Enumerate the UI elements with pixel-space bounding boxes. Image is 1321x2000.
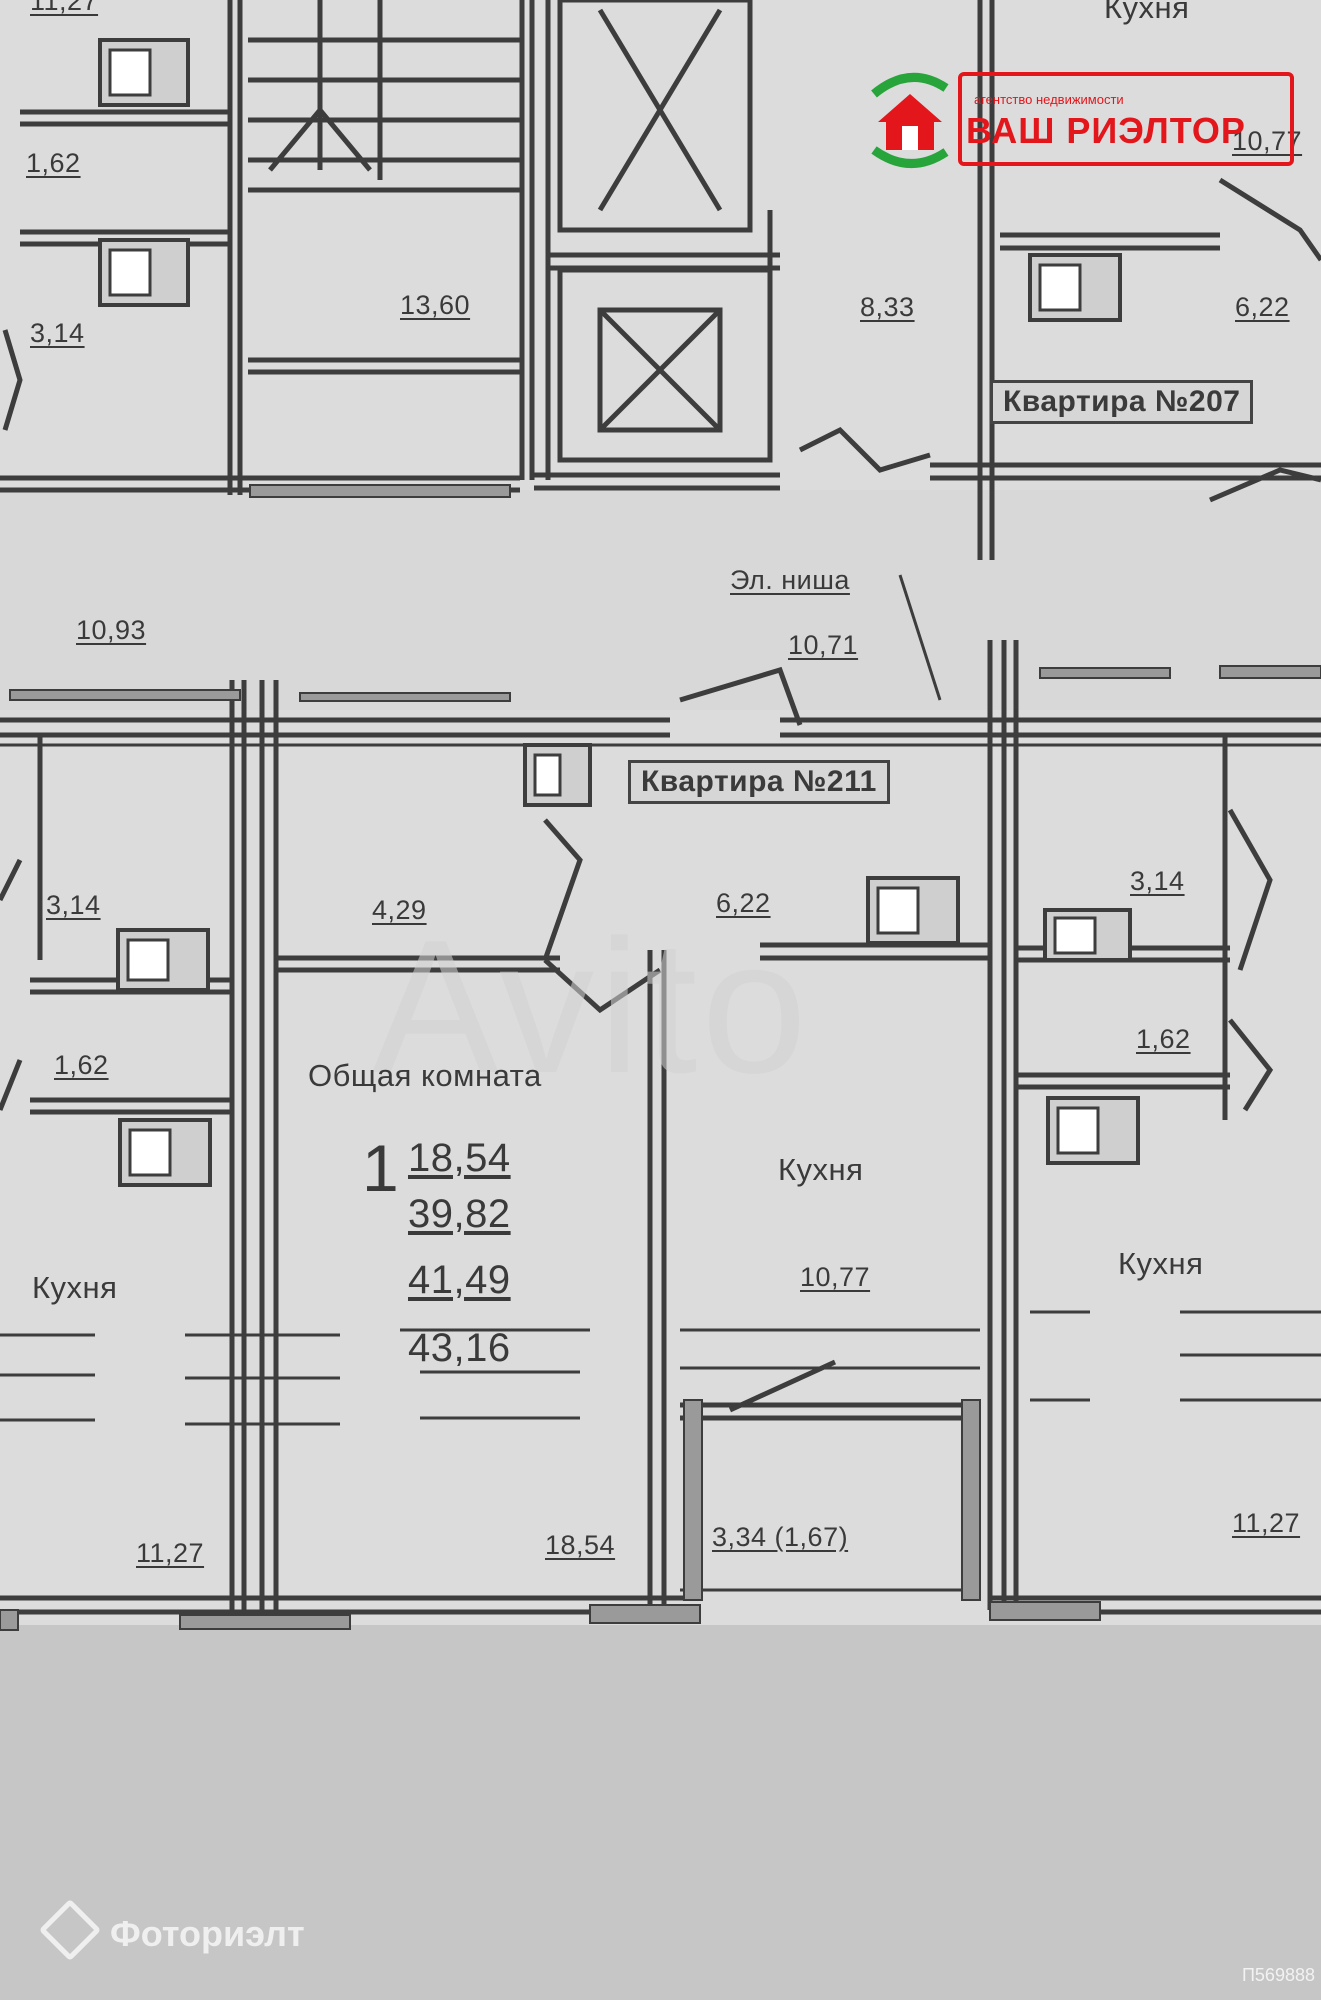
watermark-brand-text: Фотори [110, 1913, 246, 1954]
label-top-8-33: 8,33 [860, 292, 915, 322]
area-total-2: 41,49 [408, 1258, 511, 1302]
area-room-bottom: 18,54 [545, 1530, 616, 1560]
area-living: 18,54 [408, 1136, 511, 1180]
label-top-3-14: 3,14 [30, 318, 85, 348]
label-top-6-22: 6,22 [1235, 292, 1290, 322]
logo-frame [958, 72, 1294, 166]
room-kitchen-middle: Кухня [778, 1152, 864, 1187]
room-count: 1 [362, 1131, 400, 1205]
area-kitchen-right: 11,27 [1232, 1508, 1301, 1538]
label-right-1-62: 1,62 [1136, 1024, 1191, 1054]
label-corridor-10-93: 10,93 [76, 615, 147, 645]
area-total-1: 39,82 [408, 1192, 511, 1236]
label-top-1-62: 1,62 [26, 148, 81, 178]
room-kitchen-left: Кухня [32, 1270, 118, 1305]
room-kitchen-right: Кухня [1118, 1246, 1204, 1281]
label-hall-6-22: 6,22 [716, 888, 771, 918]
label-top-10-77: 10,77 [1232, 126, 1303, 156]
logo-subtitle: агентство недвижимости [974, 92, 1124, 107]
label-electric-niche: Эл. ниша [730, 565, 850, 595]
area-total-3: 43,16 [408, 1326, 511, 1370]
logo-title: ВАШ РИЭЛТОР [966, 110, 1246, 151]
realtor-logo: агентство недвижимости ВАШ РИЭЛТОР [862, 64, 1294, 174]
watermark-avito: Avito [372, 901, 811, 1113]
label-top-kitchen: Кухня [1104, 0, 1190, 25]
apartment-207-label: Квартира №207 [990, 380, 1254, 424]
house-arrows-icon [871, 72, 949, 168]
label-hall-4-29: 4,29 [372, 895, 427, 925]
area-kitchen-left: 11,27 [136, 1538, 205, 1568]
label-top-kitchen-area: 11,27 [30, 0, 99, 16]
label-top-13-60: 13,60 [400, 290, 471, 320]
listing-code: П569888 [1241, 1965, 1315, 1985]
apartment-211-label: Квартира №211 [628, 760, 890, 804]
watermark-brand: Фоториэлт [38, 1898, 305, 1962]
label-left-1-62: 1,62 [54, 1050, 109, 1080]
watermark-brand-tail: элт [245, 1913, 305, 1954]
fotorielt-logo-icon [38, 1898, 102, 1962]
label-right-3-14: 3,14 [1130, 866, 1185, 896]
area-kitchen-middle: 10,77 [800, 1262, 871, 1292]
label-left-3-14: 3,14 [46, 890, 101, 920]
area-balcony: 3,34 (1,67) [712, 1522, 849, 1552]
label-corridor-10-71: 10,71 [788, 630, 859, 660]
room-name-common: Общая комната [308, 1058, 542, 1093]
